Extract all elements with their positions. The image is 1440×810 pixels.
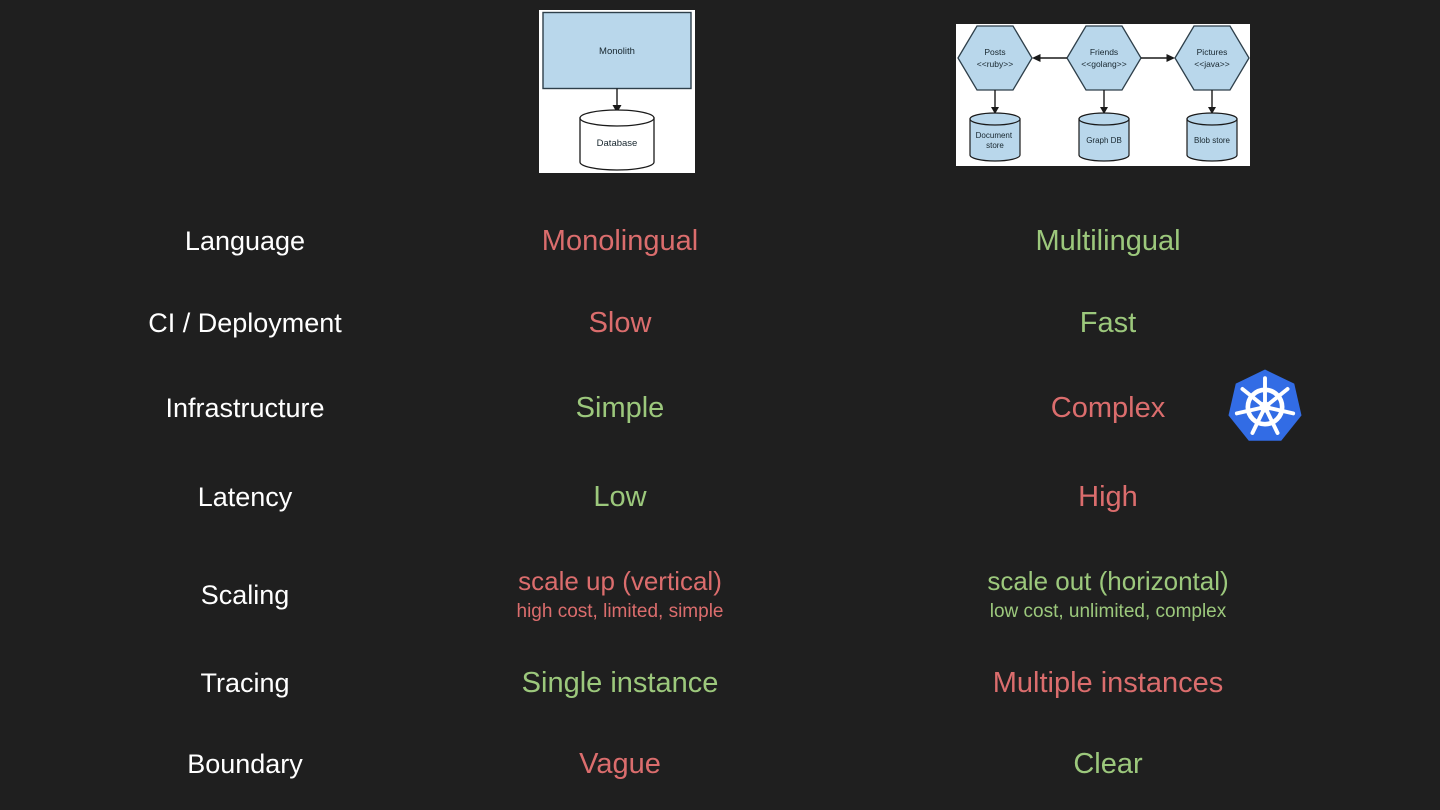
monolith-value: Monolingual [541,224,699,257]
arrow-head [1100,107,1108,114]
monolith-value: Low [593,480,647,513]
kubernetes-helm-wheel [1234,376,1296,435]
monolith-box [542,11,692,90]
scaling-sub-text: high cost, limited, simple [516,601,724,622]
monolith-diagram: Monolith Database [539,10,695,173]
row-label: Scaling [200,579,290,610]
table-row-latency: Latency Low High [0,452,1440,542]
monolith-value: Vague [579,747,661,780]
row-label: Boundary [187,748,303,779]
kubernetes-icon [1228,369,1302,441]
arrow-head [1166,54,1175,62]
scaling-main-text: scale out (horizontal) [987,566,1229,596]
comparison-table: Language Monolingual Multilingual CI / D… [0,200,1440,810]
scaling-sub-text: low cost, unlimited, complex [989,601,1227,622]
microservices-diagram-svg: Posts <<ruby>> Friends <<golang>> Pictur… [956,24,1250,166]
store-label: Document store [976,131,1015,150]
scaling-main-text: scale up (vertical) [518,566,722,596]
arrow-head [991,107,999,114]
table-row-scaling: Scaling scale up (vertical) high cost, l… [0,542,1440,648]
blob-store-cylinder [1186,118,1238,162]
microservices-value: Fast [1079,306,1137,339]
monolith-value: Single instance [521,666,719,699]
arrow-head [1032,54,1041,62]
service-stereotype: <<ruby>> [977,59,1013,69]
service-name: Friends [1090,47,1118,57]
table-row-tracing: Tracing Single instance Multiple instanc… [0,648,1440,718]
blob-store-cylinder-top [1186,112,1238,126]
database-cylinder-top [579,109,655,127]
table-row-ci-deployment: CI / Deployment Slow Fast [0,282,1440,364]
table-row-language: Language Monolingual Multilingual [0,200,1440,282]
service-stereotype: <<golang>> [1081,59,1126,69]
monolith-diagram-svg: Monolith Database [539,10,695,173]
row-label: Infrastructure [165,392,325,423]
graph-db-cylinder [1078,118,1130,162]
service-stereotype: <<java>> [1194,59,1229,69]
arrow-head [612,105,622,113]
service-hexagon-pictures [1174,25,1250,91]
microservices-value: Clear [1073,747,1143,780]
monolith-box-label: Monolith [599,46,635,57]
document-store-cylinder-top [969,112,1021,126]
table-row-boundary: Boundary Vague Clear [0,718,1440,810]
monolith-value: scale up (vertical) high cost, limited, … [490,565,750,625]
arrow-head [1208,107,1216,114]
database-label: Database [597,138,638,149]
store-label: Graph DB [1086,136,1122,145]
monolith-value: Slow [588,306,652,339]
row-label: Latency [197,481,293,512]
microservices-diagram: Posts <<ruby>> Friends <<golang>> Pictur… [956,24,1250,166]
monolith-value: Simple [575,391,665,424]
kubernetes-logo [1226,368,1304,446]
database-cylinder-body [579,117,655,171]
graph-db-cylinder-top [1078,112,1130,126]
microservices-value: Complex [1050,391,1166,424]
microservices-value: High [1078,480,1138,513]
microservices-value: Multilingual [1035,224,1181,257]
microservices-value: Multiple instances [992,666,1224,699]
service-name: Pictures [1197,47,1228,57]
row-label: Tracing [200,667,290,698]
row-label: Language [184,225,306,256]
store-label: Blob store [1194,136,1231,145]
table-row-infrastructure: Infrastructure Simple Complex [0,364,1440,452]
document-store-cylinder [969,118,1021,162]
microservices-value: scale out (horizontal) low cost, unlimit… [966,565,1250,625]
row-label: CI / Deployment [148,307,342,338]
service-name: Posts [984,47,1005,57]
